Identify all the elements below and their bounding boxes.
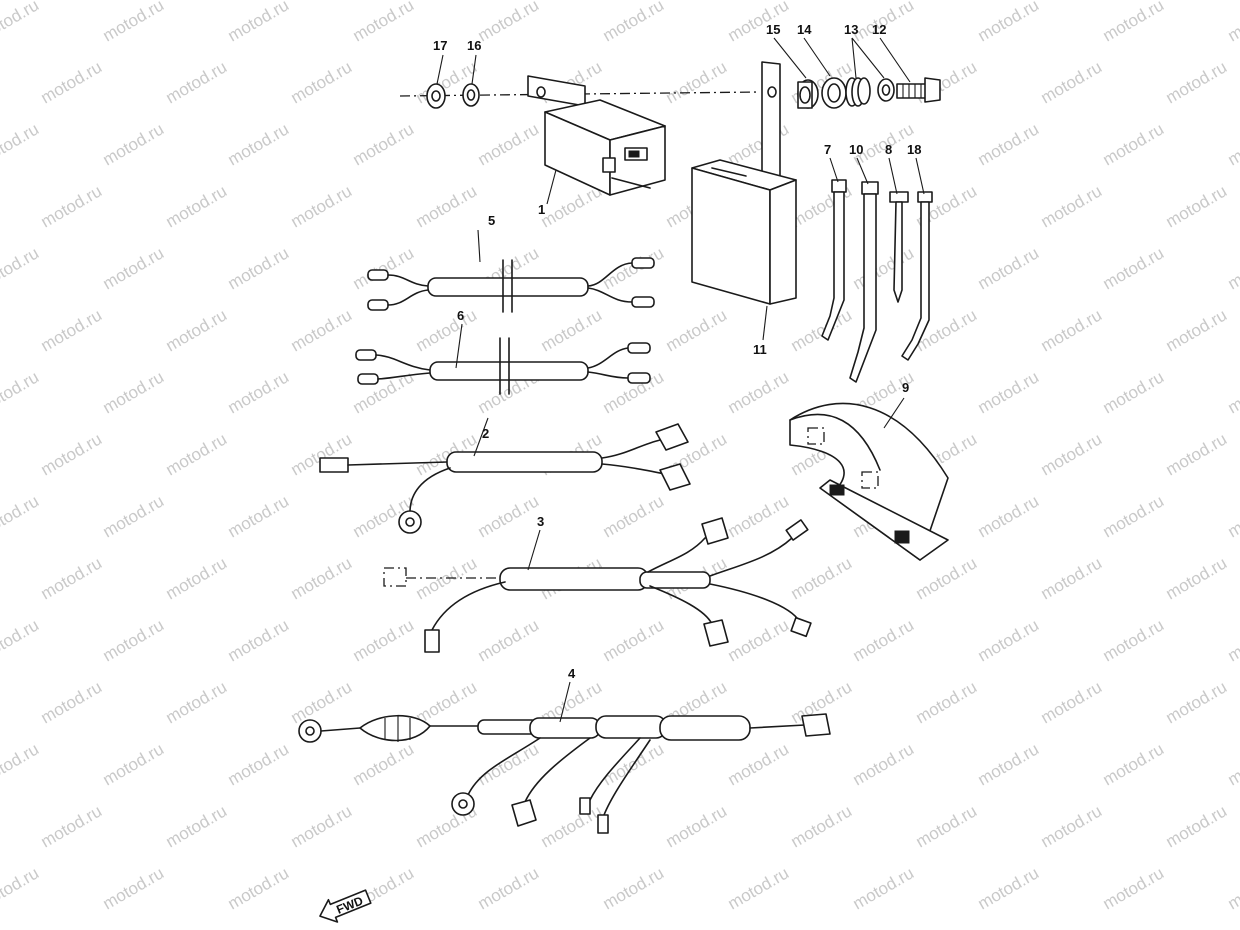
label-part-14: 14 [797,22,812,37]
label-part-7: 7 [824,142,831,157]
label-part-9: 9 [902,380,909,395]
part-9-cover-sheet [789,402,949,561]
part-1-control-unit [527,75,666,196]
part-17-nut [426,83,446,109]
part-16-washer [462,83,480,107]
part-4-battery-harness [298,713,831,834]
part-8-cable-tie [889,191,909,303]
label-part-16: 16 [467,38,481,53]
part-2-sub-harness [319,423,691,534]
part-10-cable-tie [849,181,879,383]
label-part-2: 2 [482,426,489,441]
part-7-cable-tie [821,179,847,341]
label-part-15: 15 [766,22,780,37]
part-13-washer [877,78,895,102]
label-leader-lines [436,37,925,723]
part-3-main-harness [383,517,812,653]
label-part-1: 1 [538,202,545,217]
part-15-spacer [797,79,819,109]
part-13-spring [845,77,871,107]
label-part-5: 5 [488,213,495,228]
forward-arrow-icon: FWD [319,889,372,923]
part-14-grommet [821,77,847,109]
part-5-wire-lead [367,257,655,313]
label-part-3: 3 [537,514,544,529]
label-part-13: 13 [844,22,858,37]
part-12-bolt [896,77,941,103]
label-part-18: 18 [907,142,921,157]
label-part-8: 8 [885,142,892,157]
part-6-wire-lead [355,337,651,395]
forward-label: FWD [334,893,365,916]
label-part-4: 4 [568,666,576,681]
part-18-cable-tie [901,191,933,361]
label-part-17: 17 [433,38,447,53]
label-part-12: 12 [872,22,886,37]
part-11-relay-box [691,61,797,305]
label-part-6: 6 [457,308,464,323]
label-part-10: 10 [849,142,863,157]
label-part-11: 11 [753,342,767,357]
